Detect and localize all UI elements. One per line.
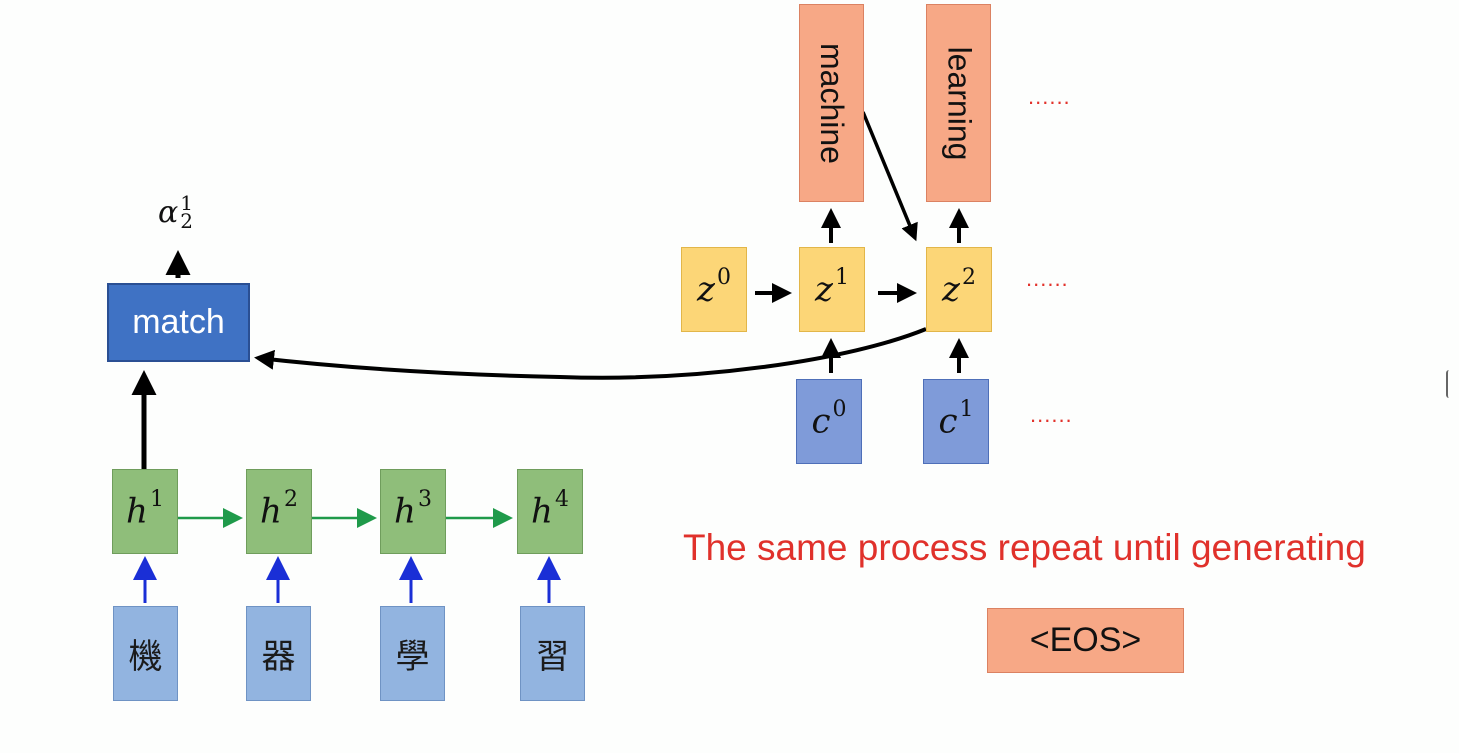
decoder-state-2: z2 bbox=[926, 247, 992, 332]
hidden-sup: 3 bbox=[417, 487, 432, 513]
caption-text: The same process repeat until generating bbox=[683, 527, 1366, 568]
eos-label: <EOS> bbox=[1029, 621, 1142, 659]
encoder-hidden-2: h2 bbox=[246, 469, 312, 554]
window-edge-handle[interactable] bbox=[1446, 370, 1458, 398]
alpha-symbol: α bbox=[158, 195, 179, 230]
ellipsis-outputs: ...... bbox=[1028, 84, 1071, 109]
output-token-machine: machine bbox=[799, 4, 864, 202]
context-var: c bbox=[811, 401, 831, 442]
state-var: z bbox=[697, 269, 715, 310]
encoder-input-4: 習 bbox=[520, 606, 585, 701]
hidden-sup: 2 bbox=[283, 487, 298, 513]
match-box: match bbox=[107, 283, 250, 362]
context-vector-0: c0 bbox=[796, 379, 862, 464]
context-var: c bbox=[938, 401, 958, 442]
encoder-input-label: 機 bbox=[128, 637, 163, 677]
decoder-state-0: z0 bbox=[681, 247, 747, 332]
decoder-state-1: z1 bbox=[799, 247, 865, 332]
alpha-sup: 1 bbox=[180, 191, 193, 215]
hidden-var: h bbox=[531, 491, 553, 532]
context-sup: 1 bbox=[959, 397, 974, 423]
encoder-input-label: 習 bbox=[535, 637, 570, 677]
encoder-input-3: 學 bbox=[380, 606, 445, 701]
match-label: match bbox=[132, 303, 225, 341]
state-var: z bbox=[815, 269, 833, 310]
hidden-var: h bbox=[260, 491, 282, 532]
ellipsis-states: ...... bbox=[1026, 266, 1069, 291]
output-token-label: machine bbox=[814, 42, 851, 164]
hidden-var: h bbox=[394, 491, 416, 532]
hidden-sup: 4 bbox=[554, 487, 569, 513]
encoder-input-1: 機 bbox=[113, 606, 178, 701]
encoder-hidden-4: h4 bbox=[517, 469, 583, 554]
context-sup: 0 bbox=[832, 397, 847, 423]
encoder-hidden-3: h3 bbox=[380, 469, 446, 554]
state-sup: 2 bbox=[961, 265, 976, 291]
output-token-learning: learning bbox=[926, 4, 991, 202]
state-sup: 0 bbox=[716, 265, 731, 291]
alpha-sub: 2 bbox=[180, 209, 193, 233]
encoder-hidden-1: h1 bbox=[112, 469, 178, 554]
machine-to-z2-arrow bbox=[861, 111, 918, 242]
encoder-input-label: 學 bbox=[395, 637, 430, 677]
hidden-var: h bbox=[126, 491, 148, 532]
output-token-label: learning bbox=[941, 46, 978, 160]
eos-token: <EOS> bbox=[987, 608, 1184, 673]
context-vector-1: c1 bbox=[923, 379, 989, 464]
state-var: z bbox=[942, 269, 960, 310]
state-sup: 1 bbox=[834, 265, 849, 291]
ellipsis-contexts: ...... bbox=[1030, 402, 1073, 427]
encoder-input-2: 器 bbox=[246, 606, 311, 701]
z2-to-match-arrow bbox=[254, 327, 927, 380]
encoder-input-label: 器 bbox=[261, 637, 296, 677]
hidden-sup: 1 bbox=[149, 487, 164, 513]
